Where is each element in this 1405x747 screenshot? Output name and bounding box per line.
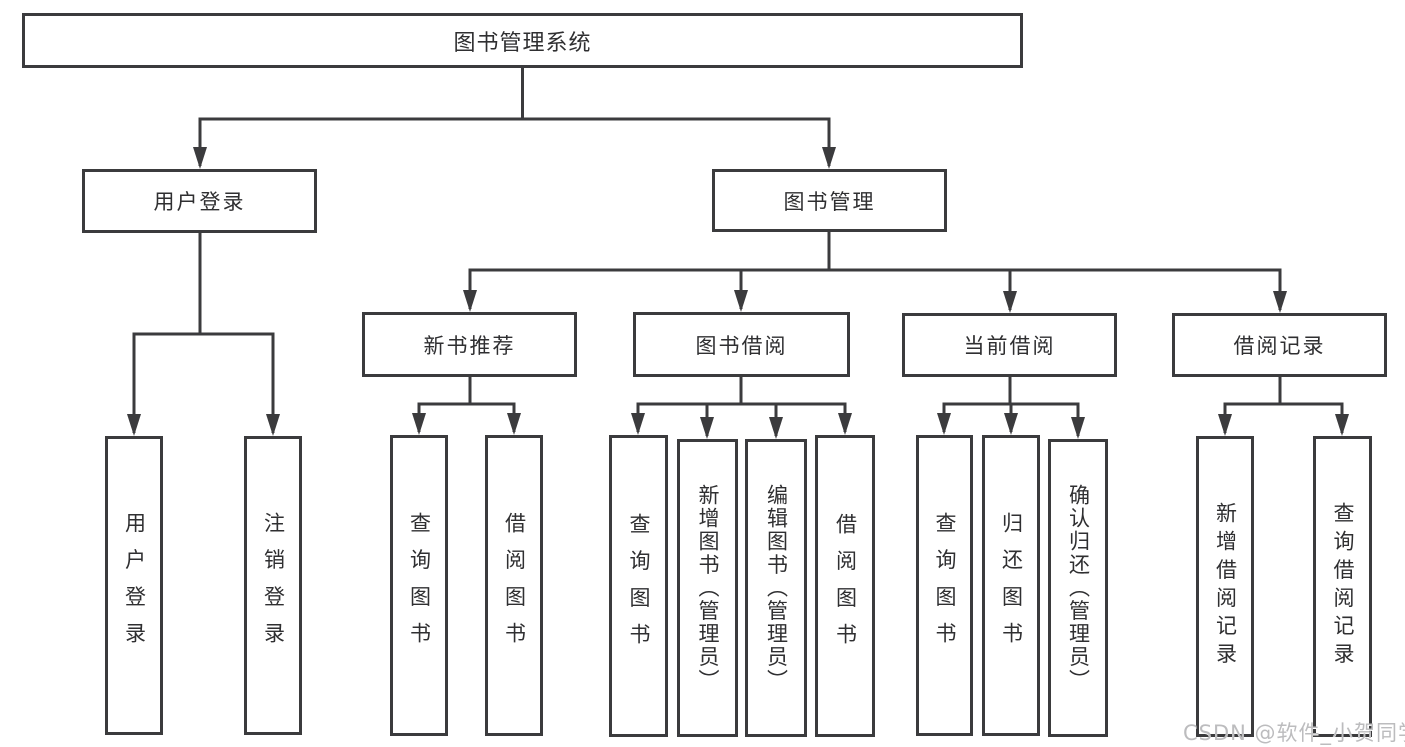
node-label: 查询图书 [407, 512, 432, 659]
node-label: 查询图书 [933, 512, 957, 659]
leaf-newbook-borrow-book: 借阅图书 [485, 435, 543, 736]
node-user-login: 用户登录 [82, 169, 317, 233]
node-label: 图书管理系统 [453, 30, 592, 56]
leaf-user-login: 用户登录 [105, 436, 163, 735]
node-label: 确认归还（管理员） [1066, 484, 1091, 692]
node-label: 当前借阅 [963, 334, 1056, 358]
leaf-logout: 注销登录 [244, 436, 302, 735]
node-label: 借阅图书 [502, 512, 527, 659]
node-label: 用户登录 [153, 190, 246, 214]
leaf-query-borrow-record: 查询借阅记录 [1313, 436, 1372, 737]
node-new-book-recommend: 新书推荐 [362, 312, 577, 377]
node-label: 注销登录 [261, 512, 286, 659]
leaf-newbook-query-book: 查询图书 [390, 435, 448, 736]
node-label: 查询图书 [627, 512, 651, 660]
node-label: 图书管理 [783, 189, 876, 214]
node-current-borrow: 当前借阅 [902, 313, 1117, 377]
node-label: 查询借阅记录 [1331, 502, 1355, 671]
leaf-confirm-return-admin: 确认归还（管理员） [1048, 439, 1108, 737]
leaf-edit-book-admin: 编辑图书（管理员） [745, 439, 807, 737]
node-label: 新增图书（管理员） [696, 484, 720, 692]
leaf-add-borrow-record: 新增借阅记录 [1196, 436, 1254, 737]
node-label: 借阅记录 [1233, 334, 1326, 358]
leaf-borrow-query-book: 查询图书 [609, 435, 668, 737]
node-system-root: 图书管理系统 [22, 13, 1023, 68]
node-label: 归还图书 [999, 512, 1024, 659]
node-label: 新书推荐 [423, 333, 516, 358]
node-label: 编辑图书（管理员） [764, 484, 789, 692]
leaf-current-query-book: 查询图书 [916, 435, 973, 736]
node-label: 新增借阅记录 [1213, 502, 1238, 671]
node-label: 借阅图书 [833, 512, 858, 660]
node-label: 用户登录 [122, 512, 147, 659]
leaf-add-book-admin: 新增图书（管理员） [677, 439, 738, 737]
node-book-borrow: 图书借阅 [633, 312, 850, 377]
leaf-return-book: 归还图书 [982, 435, 1040, 736]
leaf-borrow-borrow-book: 借阅图书 [815, 435, 875, 737]
node-label: 图书借阅 [695, 333, 788, 358]
node-book-management: 图书管理 [712, 169, 947, 232]
node-borrow-record: 借阅记录 [1172, 313, 1387, 377]
csdn-watermark: CSDN @软件_小贺同学 [1183, 721, 1405, 745]
